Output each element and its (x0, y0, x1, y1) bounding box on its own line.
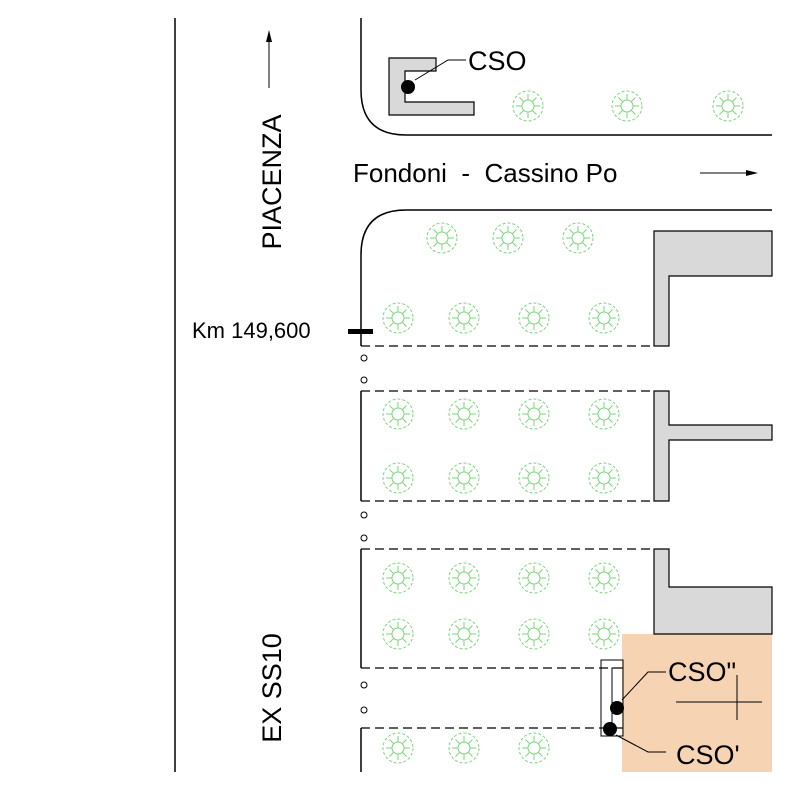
crosshair-mark (676, 675, 762, 720)
label-cso-prime: CSO' (676, 740, 740, 770)
tree-symbol-icon (448, 562, 480, 594)
tree-symbol-icon (382, 462, 414, 494)
arrow-icon-east (700, 170, 758, 176)
cso-highlight-area (622, 634, 772, 772)
tree-symbol-icon (588, 302, 620, 334)
tree-symbol-icon (588, 398, 620, 430)
tree-symbol-icon (426, 222, 458, 254)
tree-symbol-icon (382, 302, 414, 334)
tree-symbol-icon (448, 462, 480, 494)
tree-symbol-icon (448, 618, 480, 650)
tree-symbol-icon (562, 222, 594, 254)
label-cso-top: CSO (468, 46, 527, 76)
arrow-icon-north (266, 30, 272, 88)
tree-symbol-icon (518, 462, 550, 494)
tree-symbol-icon (382, 398, 414, 430)
tree-symbol-icon (382, 618, 414, 650)
block-top-edge (360, 18, 772, 136)
cso-point-top-icon (401, 80, 415, 94)
tree-symbol-icon (518, 302, 550, 334)
tree-symbol-icon (518, 398, 550, 430)
tree-symbol-icon (588, 562, 620, 594)
building-lower (653, 548, 773, 635)
tree-symbol-icon (611, 90, 643, 122)
label-piacenza: PIACENZA (257, 114, 287, 249)
tree-symbol-icon (588, 462, 620, 494)
label-km: Km 149,600 (192, 318, 311, 343)
cso-point-prime-icon (603, 722, 617, 736)
tree-symbol-icon (512, 90, 544, 122)
km-marker-icon (348, 329, 373, 334)
tree-symbol-icon (382, 732, 414, 764)
cso-chamber (600, 659, 624, 737)
tree-symbol-icon (518, 618, 550, 650)
tree-symbol-icon (448, 732, 480, 764)
cso-point-double-prime-icon (610, 701, 624, 715)
bollards (360, 354, 368, 714)
tree-symbol-icon (518, 732, 550, 764)
label-cso-double-prime: CSO" (668, 657, 736, 687)
building-middle (653, 390, 773, 502)
leader-lines (414, 59, 666, 753)
building-cso-top (388, 57, 475, 116)
tree-symbol-icon (448, 302, 480, 334)
label-ex-ss10: EX SS10 (257, 633, 287, 743)
building-upper (653, 230, 773, 347)
trees (382, 90, 744, 764)
block-middle-edge (360, 209, 772, 346)
label-cross-road: Fondoni - Cassino Po (353, 158, 617, 188)
tree-symbol-icon (712, 90, 744, 122)
parking-lines (361, 345, 655, 729)
tree-symbol-icon (492, 222, 524, 254)
tree-symbol-icon (382, 562, 414, 594)
tree-symbol-icon (518, 562, 550, 594)
buildings (388, 57, 773, 635)
tree-symbol-icon (448, 398, 480, 430)
tree-symbol-icon (588, 618, 620, 650)
